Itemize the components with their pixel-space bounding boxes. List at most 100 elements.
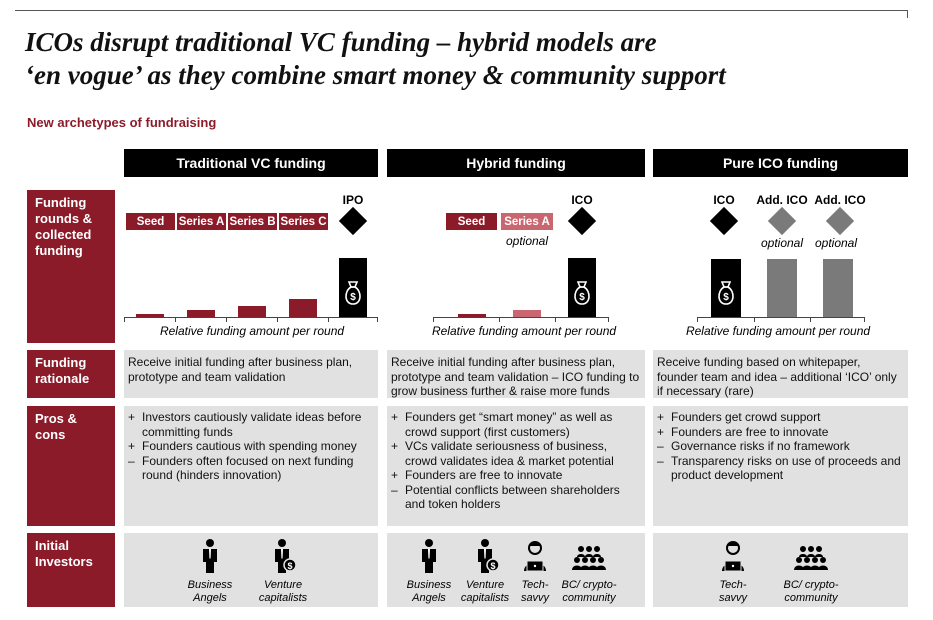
axis-line-traditional	[124, 317, 378, 318]
tech-user-icon	[524, 541, 546, 572]
round-series-a-traditional: Series A	[177, 213, 226, 230]
list-item: + Founders get “smart money” as well as c…	[391, 410, 641, 439]
bullet-text: Governance risks if no framework	[671, 439, 850, 453]
investor-icon: $	[478, 539, 499, 573]
bullet-text: Founders are free to innovate	[671, 424, 829, 439]
bar-series-c-traditional	[289, 299, 317, 317]
bullet-text: Investors cautiously validate ideas befo…	[142, 410, 362, 439]
bullet-text: Transparency risks on use of proceeds an…	[671, 453, 901, 483]
optional-note-pure-2: optional	[814, 236, 858, 250]
bullet-text: Founders cautious with spending money	[142, 439, 357, 453]
bullet-text: Founders get crowd support	[671, 410, 821, 424]
round-ico-pure-label: ICO	[713, 193, 735, 207]
axis-tick	[499, 317, 500, 322]
bullet-text: Founders get “smart money” as well as cr…	[405, 410, 613, 439]
rationale-text: Receive initial funding after business p…	[128, 355, 353, 384]
rationale-cell-pure: Receive funding based on whitepaper, fou…	[653, 350, 908, 398]
axis-tick	[433, 317, 434, 322]
bullet-symbol: +	[391, 410, 399, 424]
column-header-pure-ico: Pure ICO funding	[653, 149, 908, 177]
add-ico-diamond-marker-1	[767, 206, 797, 236]
axis-label-hybrid: Relative funding amount per round	[431, 324, 617, 338]
bullet-symbol: –	[128, 453, 135, 468]
investors-cell-pure	[653, 533, 908, 607]
pros-cons-cell-hybrid: + Founders get “smart money” as well as c…	[387, 406, 645, 526]
bullet-text: Potential conflicts between shareholders…	[405, 482, 620, 512]
list-item: + Founders cautious with spending money	[128, 439, 374, 454]
bar-add-ico-1-pure	[767, 259, 797, 317]
bullet-symbol: +	[657, 410, 665, 424]
investor-label-line1: Tech-	[719, 579, 747, 591]
round-series-b-traditional: Series B	[228, 213, 277, 230]
money-bag-icon: $	[574, 281, 590, 305]
bar-seed-hybrid	[458, 314, 486, 317]
businessman-icon	[203, 539, 217, 573]
investor-icon: $	[275, 539, 296, 573]
svg-text:$: $	[287, 561, 292, 571]
axis-tick	[608, 317, 609, 322]
investor-label-line1: BC/ crypto-	[561, 579, 617, 591]
investor-label-pure-0: Tech-savvy	[701, 579, 765, 605]
axis-tick	[754, 317, 755, 322]
row-label-funding-rounds: Funding rounds & collected funding	[27, 190, 115, 343]
axis-tick	[226, 317, 227, 322]
investor-label-line1: Business	[406, 579, 452, 591]
investor-label-line1: Tech-	[521, 579, 549, 591]
ipo-diamond-marker	[338, 206, 368, 236]
investors-cell-traditional	[124, 533, 378, 607]
list-item: + Founders get crowd support	[657, 410, 904, 425]
rationale-cell-hybrid: Receive initial funding after business p…	[387, 350, 645, 398]
round-seed-hybrid: Seed	[446, 213, 497, 230]
round-add-ico-2-label: Add. ICO	[814, 193, 866, 207]
column-header-traditional: Traditional VC funding	[124, 149, 378, 177]
round-series-c-traditional: Series C	[279, 213, 328, 230]
rationale-text: Receive initial funding after business p…	[391, 355, 640, 398]
bullet-text: VCs validate seriousness of business, cr…	[405, 439, 614, 468]
bullet-text: Founders often focused on next funding r…	[142, 453, 354, 483]
add-ico-diamond-marker-2	[825, 206, 855, 236]
row-label-initial-investors: Initial Investors	[27, 533, 115, 607]
round-seed-traditional: Seed	[126, 213, 175, 230]
axis-tick	[175, 317, 176, 322]
bullet-symbol: –	[657, 453, 664, 468]
investor-label-pure-1: BC/ crypto-community	[779, 579, 843, 605]
crowd-icon	[794, 546, 828, 570]
ico-diamond-marker-pure	[709, 206, 739, 236]
svg-text:$: $	[723, 292, 729, 303]
ico-diamond-marker-hybrid	[567, 206, 597, 236]
bullet-symbol: +	[128, 410, 136, 424]
investor-label-hybrid-2: Tech-savvy	[503, 579, 567, 605]
axis-tick	[328, 317, 329, 322]
axis-label-traditional: Relative funding amount per round	[159, 324, 345, 338]
axis-tick	[377, 317, 378, 322]
investor-label-line2: savvy	[520, 592, 550, 604]
list-item: +VCs validate seriousness of business, c…	[391, 439, 641, 468]
axis-tick	[555, 317, 556, 322]
axis-label-pure: Relative funding amount per round	[685, 324, 871, 338]
tech-user-icon	[722, 541, 744, 572]
list-item: –Governance risks if no framework	[657, 439, 904, 454]
investor-label-line2: Angels	[412, 592, 446, 604]
investor-label-line2: savvy	[718, 592, 748, 604]
crowd-icon	[572, 546, 606, 570]
optional-note-pure-1: optional	[760, 236, 804, 250]
page-subtitle: New archetypes of fundraising	[27, 115, 217, 130]
bar-series-b-traditional	[238, 306, 266, 317]
page-title-line-2: ‘en vogue’ as they combine smart money &…	[25, 60, 726, 90]
list-item: +Founders are free to innovate	[391, 468, 641, 483]
investor-label-hybrid-3: BC/ crypto-community	[557, 579, 621, 605]
investor-label-line2: capitalists	[460, 592, 510, 604]
list-item: +Founders are free to innovate	[657, 425, 904, 440]
row-label-funding-rationale: Funding rationale	[27, 350, 115, 398]
bullet-symbol: +	[128, 439, 136, 453]
row-label-pros-cons: Pros & cons	[27, 406, 115, 526]
optional-note-hybrid: optional	[505, 234, 549, 248]
axis-tick	[124, 317, 125, 322]
investor-label-line2: community	[784, 592, 838, 604]
axis-line-pure	[697, 317, 865, 318]
investor-label-line2: Angels	[193, 592, 227, 604]
axis-tick	[697, 317, 698, 322]
money-bag-icon: $	[345, 281, 361, 305]
